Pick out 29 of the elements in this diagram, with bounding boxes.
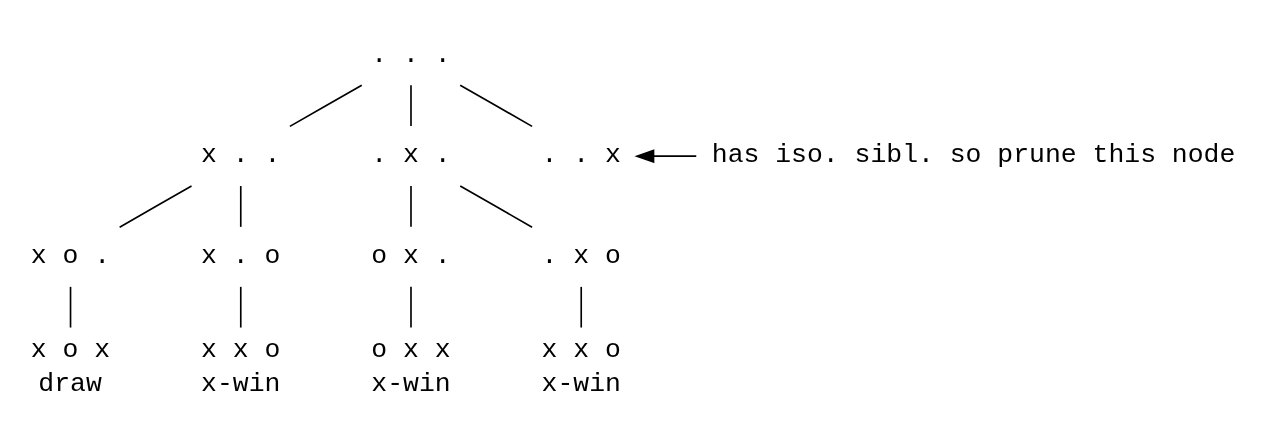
- connector: [410, 83, 412, 127]
- connector: [69, 285, 72, 328]
- arrow: [634, 148, 698, 163]
- connector: [289, 83, 363, 127]
- node-text: has iso. sibl. so prune this node: [711, 139, 1236, 170]
- node-text: o x .: [371, 240, 451, 271]
- connector: [410, 285, 412, 328]
- node-text: x o .: [30, 240, 111, 271]
- node-text: x x o: [541, 334, 621, 365]
- node-label: x-win: [201, 368, 281, 399]
- node-text: x o x: [30, 334, 111, 365]
- node-text: . x o: [541, 240, 621, 271]
- connector: [410, 184, 412, 228]
- connector: [239, 184, 242, 228]
- connector: [459, 184, 533, 228]
- connector: [118, 184, 193, 228]
- node-text: o x x: [371, 334, 451, 365]
- node-text: . x .: [371, 139, 451, 170]
- node-text: x x o: [201, 334, 281, 365]
- connector: [580, 285, 583, 328]
- node-label: draw: [38, 368, 102, 399]
- node-label: x-win: [371, 368, 451, 399]
- node-text: . . x: [541, 139, 621, 170]
- node-text: x . .: [201, 139, 281, 170]
- connector: [459, 83, 533, 127]
- node-text: x . o: [201, 240, 281, 271]
- node-text: . . .: [371, 39, 451, 70]
- connector: [239, 285, 242, 328]
- node-label: x-win: [541, 368, 621, 399]
